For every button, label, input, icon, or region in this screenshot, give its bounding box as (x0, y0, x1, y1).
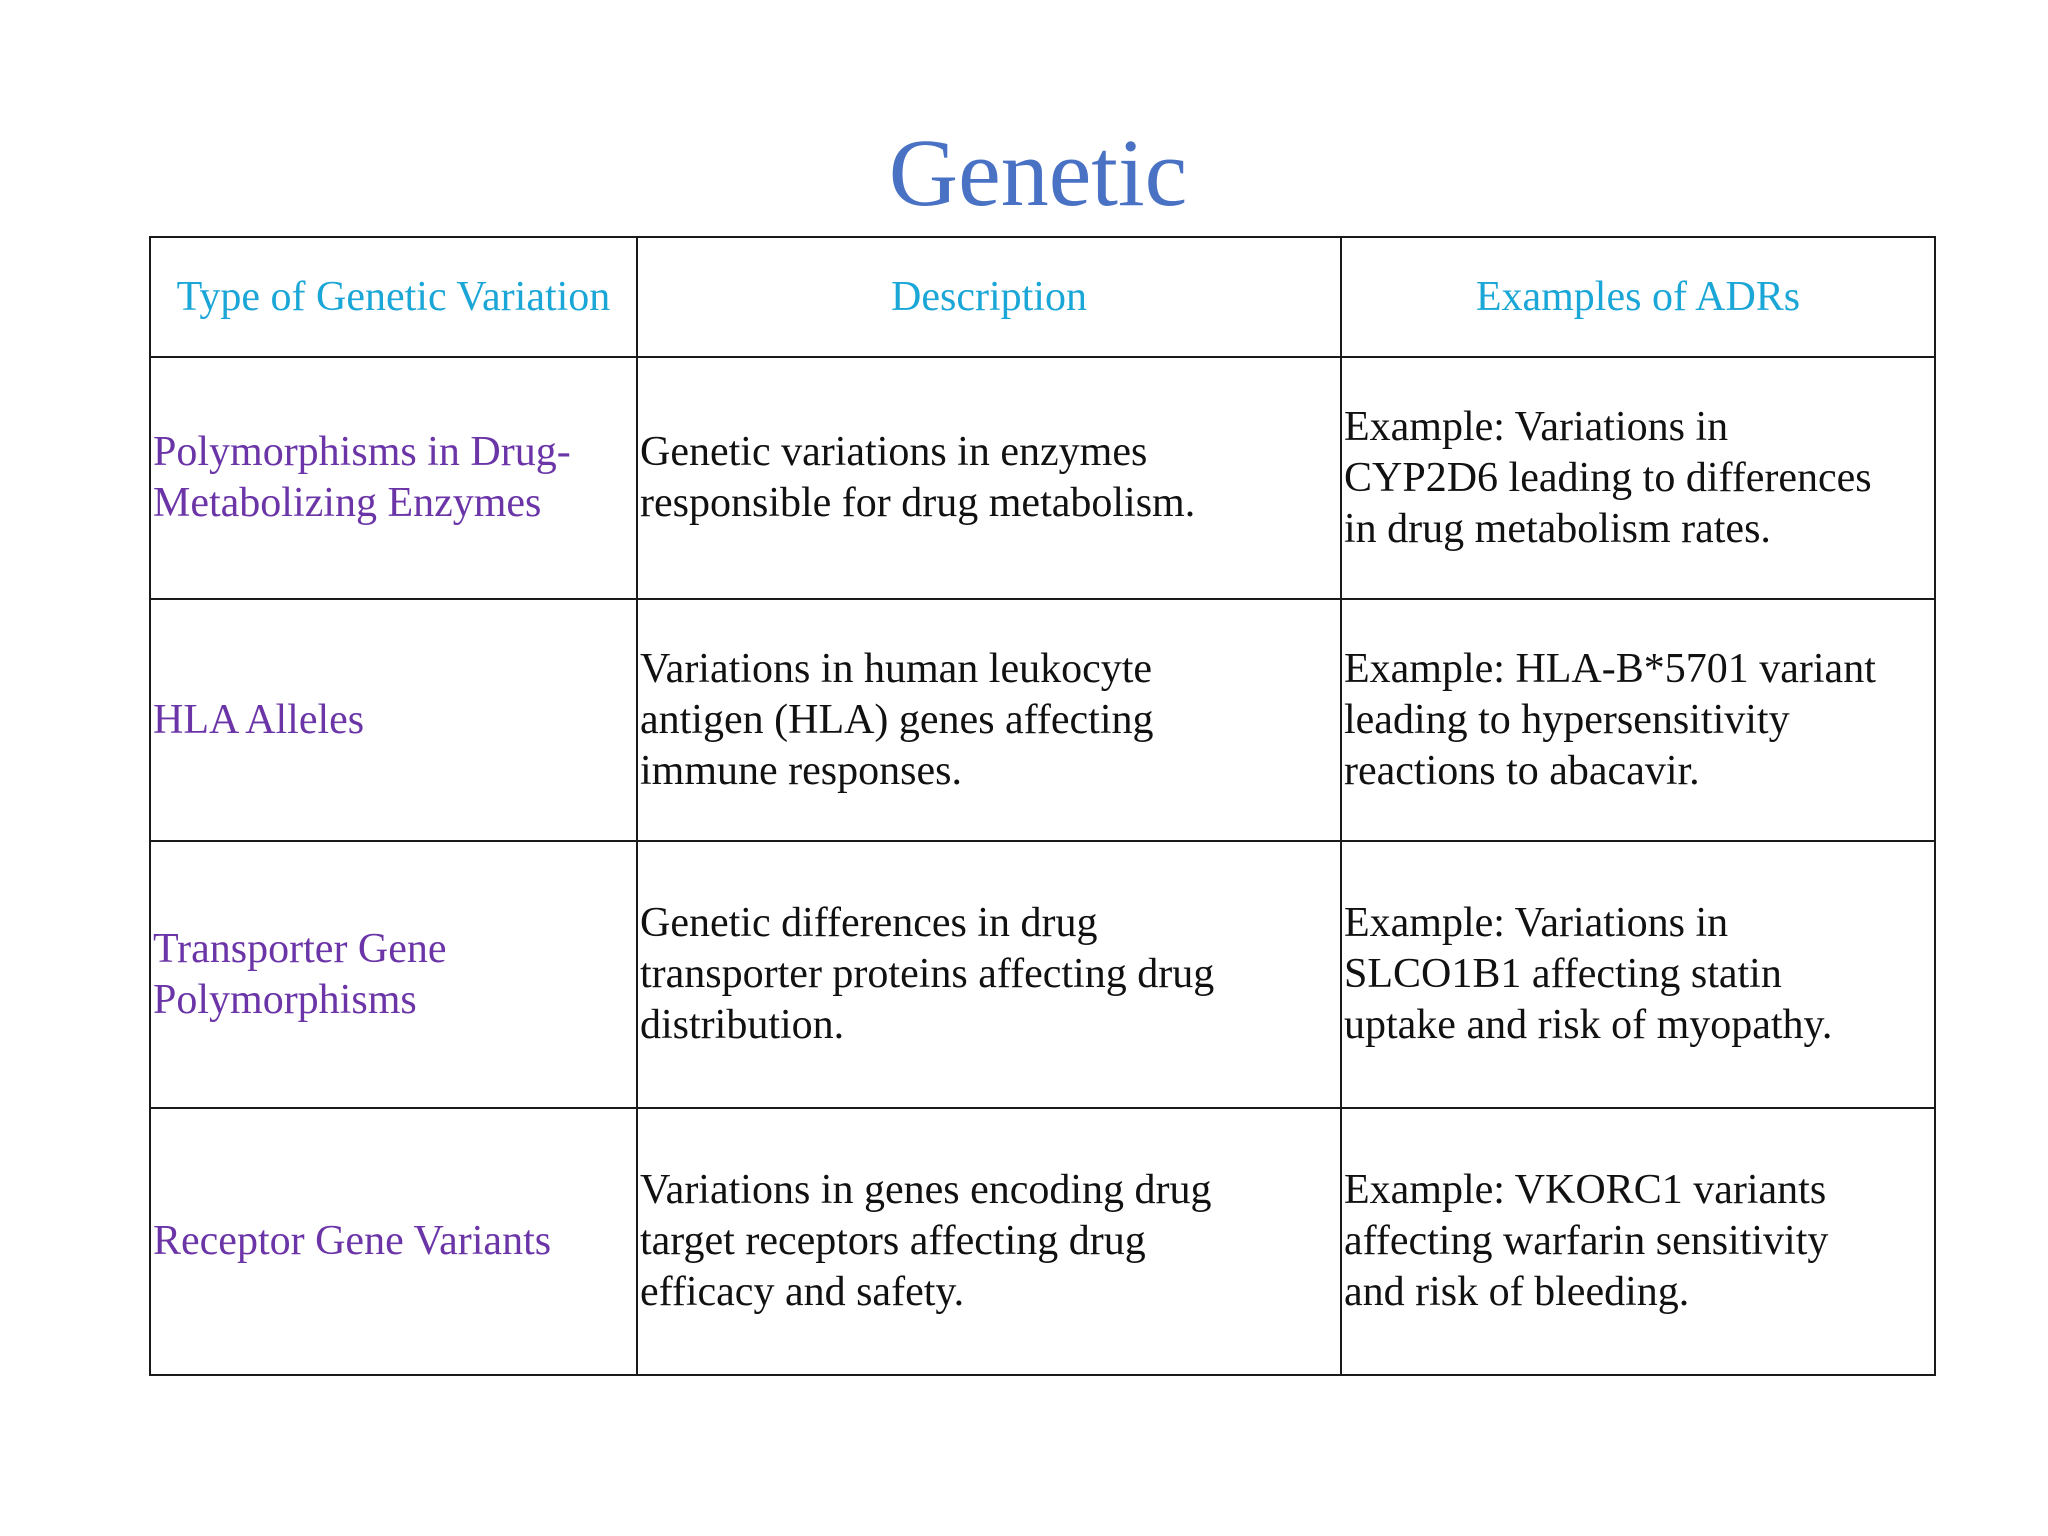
cell-line: Example: Variations in (1344, 403, 1729, 450)
table-row: HLA Alleles Variations in human leukocyt… (149, 598, 1936, 842)
cell-line: Variations in genes encoding drug (640, 1167, 1212, 1213)
cell-line: Metabolizing Enzymes (153, 480, 542, 526)
header-type-of-genetic-variation: Type of Genetic Variation (149, 236, 638, 358)
variation-type-cell: Transporter Gene Polymorphisms (149, 840, 638, 1109)
cell-line: responsible for drug metabolism. (640, 480, 1196, 526)
cell-line: leading to hypersensitivity (1344, 696, 1790, 743)
variation-type-cell: Receptor Gene Variants (149, 1107, 638, 1376)
cell-line: Variations in human leukocyte (640, 645, 1153, 692)
genetic-variation-table: Type of Genetic Variation Description Ex… (149, 236, 1936, 1376)
cell-line: Example: VKORC1 variants (1344, 1167, 1827, 1213)
table-row: Transporter Gene Polymorphisms Genetic d… (149, 840, 1936, 1109)
cell-line: immune responses. (640, 747, 962, 794)
header-examples-of-adrs: Examples of ADRs (1340, 236, 1936, 358)
cell-line: efficacy and safety. (640, 1269, 965, 1315)
cell-line: Polymorphisms (153, 976, 417, 1023)
description-cell: Genetic differences in drug transporter … (636, 840, 1342, 1109)
description-cell: Genetic variations in enzymes responsibl… (636, 356, 1342, 600)
example-cell: Example: Variations in CYP2D6 leading to… (1340, 356, 1936, 600)
variation-type-cell: Polymorphisms in Drug- Metabolizing Enzy… (149, 356, 638, 600)
cell-line: transporter proteins affecting drug (640, 951, 1215, 997)
cell-line: SLCO1B1 affecting statin (1344, 951, 1782, 997)
cell-line: reactions to abacavir. (1344, 747, 1700, 794)
cell-line: Polymorphisms in Drug- (153, 429, 571, 475)
cell-line: CYP2D6 leading to differences (1344, 454, 1872, 501)
description-cell: Variations in human leukocyte antigen (H… (636, 598, 1342, 842)
cell-line: HLA Alleles (153, 696, 365, 743)
cell-line: in drug metabolism rates. (1344, 505, 1771, 552)
cell-line: target receptors affecting drug (640, 1218, 1146, 1264)
header-description: Description (636, 236, 1342, 358)
cell-line: distribution. (640, 1002, 845, 1048)
table-header-row: Type of Genetic Variation Description Ex… (149, 236, 1936, 358)
cell-line: Genetic differences in drug (640, 900, 1098, 946)
cell-line: Example: Variations in (1344, 900, 1729, 946)
example-cell: Example: Variations in SLCO1B1 affecting… (1340, 840, 1936, 1109)
cell-line: affecting warfarin sensitivity (1344, 1218, 1829, 1264)
table-row: Receptor Gene Variants Variations in gen… (149, 1107, 1936, 1376)
description-cell: Variations in genes encoding drug target… (636, 1107, 1342, 1376)
cell-line: Transporter Gene (153, 925, 447, 972)
example-cell: Example: HLA-B*5701 variant leading to h… (1340, 598, 1936, 842)
cell-line: uptake and risk of myopathy. (1344, 1002, 1833, 1048)
cell-line: and risk of bleeding. (1344, 1269, 1690, 1315)
cell-line: Receptor Gene Variants (153, 1218, 552, 1264)
cell-line: Example: HLA-B*5701 variant (1344, 645, 1876, 692)
table-row: Polymorphisms in Drug- Metabolizing Enzy… (149, 356, 1936, 600)
cell-line: antigen (HLA) genes affecting (640, 696, 1154, 743)
example-cell: Example: VKORC1 variants affecting warfa… (1340, 1107, 1936, 1376)
cell-line: Genetic variations in enzymes (640, 429, 1148, 475)
page-title: Genetic (888, 119, 1188, 226)
variation-type-cell: HLA Alleles (149, 598, 638, 842)
